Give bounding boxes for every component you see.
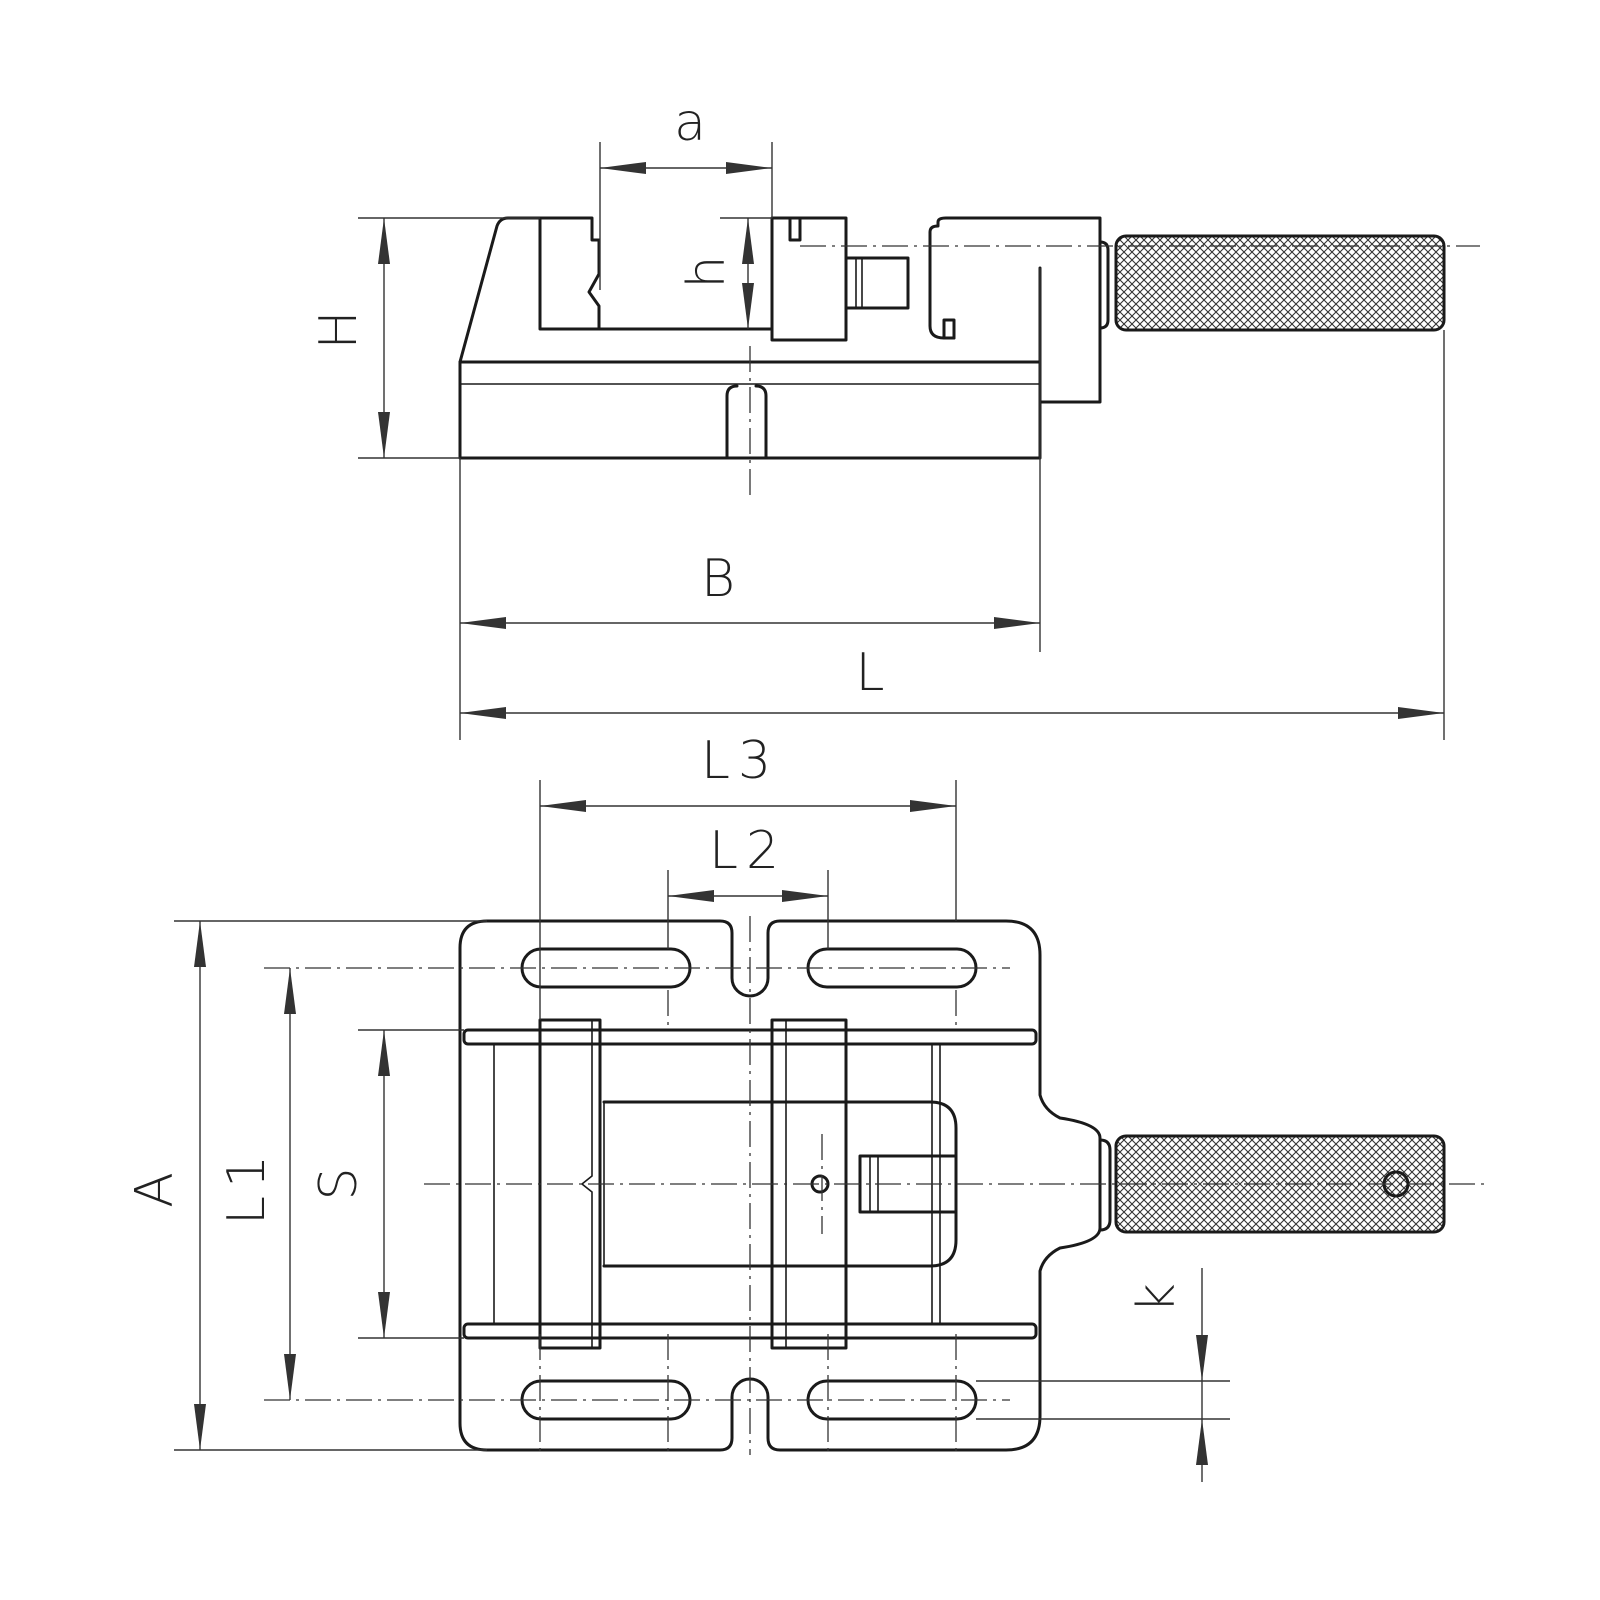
top-view (264, 916, 1486, 1455)
label-B: B (701, 549, 735, 609)
label-a: a (674, 93, 706, 153)
label-L: L (856, 643, 885, 703)
top-base-plate (458, 919, 1102, 1452)
label-L1: L1 (217, 1147, 277, 1225)
label-S: S (309, 1167, 369, 1200)
dimensions (174, 142, 1445, 1482)
side-view (458, 216, 1480, 496)
side-handle (1098, 234, 1446, 332)
label-L3: L3 (701, 731, 779, 791)
dimension-labels: a h H B L L3 L2 A L1 S k (125, 93, 1187, 1313)
side-fixed-jaw (458, 216, 774, 364)
label-k: k (1127, 1283, 1187, 1313)
side-movable-jaw (770, 216, 848, 342)
label-A: A (125, 1172, 185, 1208)
label-L2: L2 (709, 821, 787, 881)
top-handle (1098, 1134, 1446, 1234)
label-h: h (677, 256, 737, 289)
side-fixed-jaw-insert (538, 216, 601, 331)
side-screw (844, 256, 910, 310)
label-H: H (309, 310, 369, 349)
